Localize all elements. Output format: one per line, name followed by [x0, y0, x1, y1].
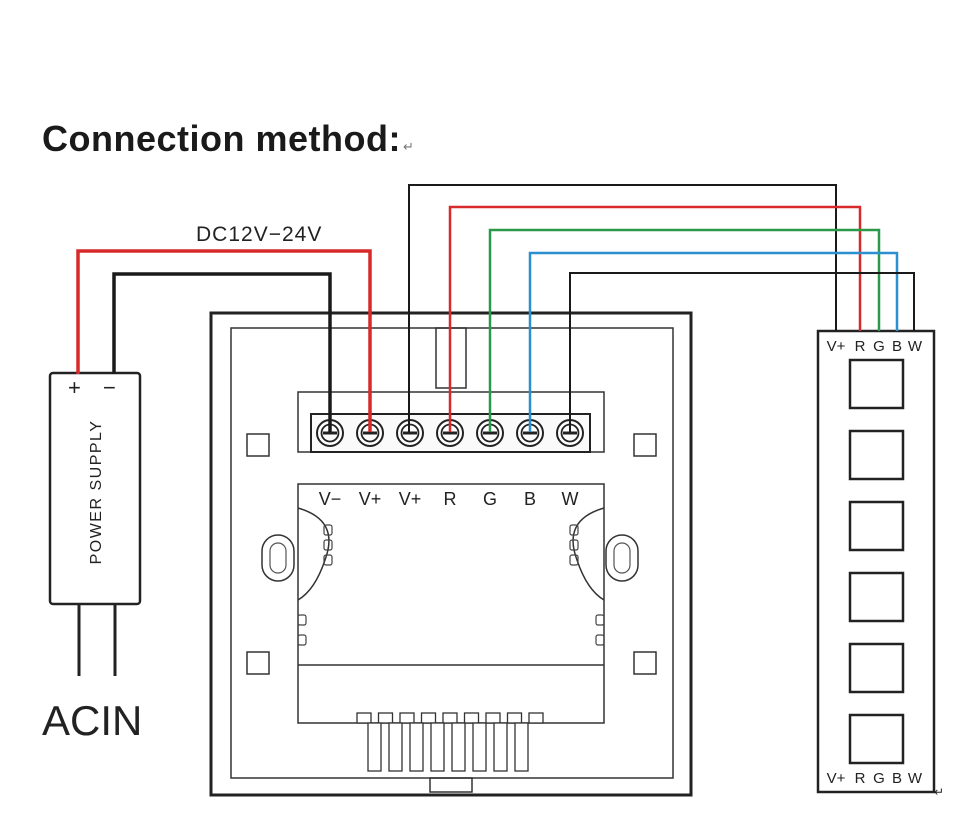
- ribbon-pin-head: [485, 712, 501, 724]
- terminal-screw: [516, 419, 544, 447]
- power-supply: + − POWER SUPPLY ACIN: [42, 371, 142, 744]
- ribbon-pin: [430, 722, 445, 772]
- terminal-screw: [356, 419, 384, 447]
- led-chip: [848, 642, 905, 694]
- ribbon-pin: [409, 722, 424, 772]
- wire-vplus-to-strip: [408, 184, 837, 432]
- ribbon-pin-head: [463, 712, 480, 724]
- contact-pad: [569, 554, 579, 566]
- strip-pin-label-bottom: G: [873, 770, 885, 787]
- diagram-title: Connection method:↵: [42, 118, 414, 160]
- terminal-screw: [556, 419, 584, 447]
- controller-bottom-notch: [429, 777, 473, 793]
- ribbon-pin: [367, 722, 382, 772]
- contact-pad: [569, 524, 579, 536]
- terminal-label: V+: [359, 489, 382, 509]
- mount-slot-left: [261, 534, 295, 582]
- led-chip: [848, 713, 905, 765]
- wire-blue-channel: [528, 251, 899, 432]
- title-text: Connection method:: [42, 118, 401, 159]
- strip-pin-label-top: G: [873, 338, 885, 355]
- power-supply-plus: +: [68, 375, 81, 400]
- terminal-label: V−: [319, 489, 342, 509]
- mount-square: [633, 433, 657, 457]
- contact-pad: [569, 539, 579, 551]
- contact-pad: [323, 539, 333, 551]
- mount-square: [633, 651, 657, 675]
- mount-square: [246, 651, 270, 675]
- ribbon-pin-head: [399, 712, 415, 724]
- ribbon-pin: [388, 722, 403, 772]
- terminal-label: B: [524, 489, 536, 509]
- wire-red-channel: [448, 205, 862, 432]
- ribbon-pin-head: [420, 712, 437, 724]
- ribbon-pin-head: [377, 712, 394, 724]
- contact-pad: [297, 614, 307, 626]
- strip-pin-label-top: W: [908, 338, 923, 355]
- terminal-label: W: [562, 489, 579, 509]
- power-supply-minus: −: [103, 375, 116, 400]
- mount-slot-right-inner: [613, 542, 631, 574]
- mount-slot-right: [605, 534, 639, 582]
- strip-pin-label-bottom: B: [892, 770, 902, 787]
- controller-terminals: [316, 419, 584, 447]
- ribbon-pin: [451, 722, 466, 772]
- mount-square: [246, 433, 270, 457]
- terminal-label: V+: [399, 489, 422, 509]
- contact-pad: [323, 524, 333, 536]
- terminal-label: G: [483, 489, 497, 509]
- ribbon-pin-head: [528, 712, 544, 724]
- strip-pin-label-bottom: R: [855, 770, 866, 787]
- terminal-label: R: [444, 489, 457, 509]
- power-supply-label: POWER SUPPLY: [88, 420, 105, 565]
- led-chip: [848, 500, 905, 552]
- ribbon-pin: [514, 722, 529, 772]
- mount-slot-left-inner: [269, 542, 287, 574]
- ac-input-label: ACIN: [42, 697, 142, 744]
- ribbon-pin: [472, 722, 487, 772]
- ribbon-pin-head: [442, 712, 458, 724]
- return-mark: ↵: [402, 139, 415, 154]
- strip-pin-label-bottom: W: [908, 770, 923, 787]
- strip-pin-label-bottom: V+: [827, 770, 846, 787]
- wire-supply-negative: [112, 272, 332, 432]
- contact-pad: [595, 634, 605, 646]
- contact-pad: [323, 554, 333, 566]
- contact-pad: [297, 634, 307, 646]
- strip-pin-label-top: B: [892, 338, 902, 355]
- module-left-curve: [297, 507, 330, 601]
- module-contacts: [297, 524, 605, 646]
- module-right-curve: [572, 507, 605, 601]
- strip-return-mark: ↵: [934, 785, 944, 799]
- led-chip: [848, 429, 905, 481]
- wire-green-channel: [488, 228, 881, 432]
- led-chip: [848, 571, 905, 623]
- wire-white-channel: [569, 272, 915, 432]
- strip-pin-label-top: V+: [827, 338, 846, 355]
- ribbon-pin-head: [506, 712, 523, 724]
- terminal-screw: [476, 419, 504, 447]
- wire-supply-positive: [76, 249, 372, 432]
- power-supply-box: [48, 371, 142, 606]
- ribbon-pin: [493, 722, 508, 772]
- ribbon-connector: [356, 712, 544, 772]
- strip-pin-label-top: R: [855, 338, 866, 355]
- ribbon-pin-head: [356, 712, 372, 724]
- led-chip: [848, 358, 905, 410]
- voltage-label: DC12V−24V: [196, 223, 322, 246]
- controller-terminal-labels: V− V+ V+ R G B W: [319, 489, 579, 509]
- wires: [76, 184, 915, 432]
- contact-pad: [595, 614, 605, 626]
- led-chips: [848, 358, 905, 765]
